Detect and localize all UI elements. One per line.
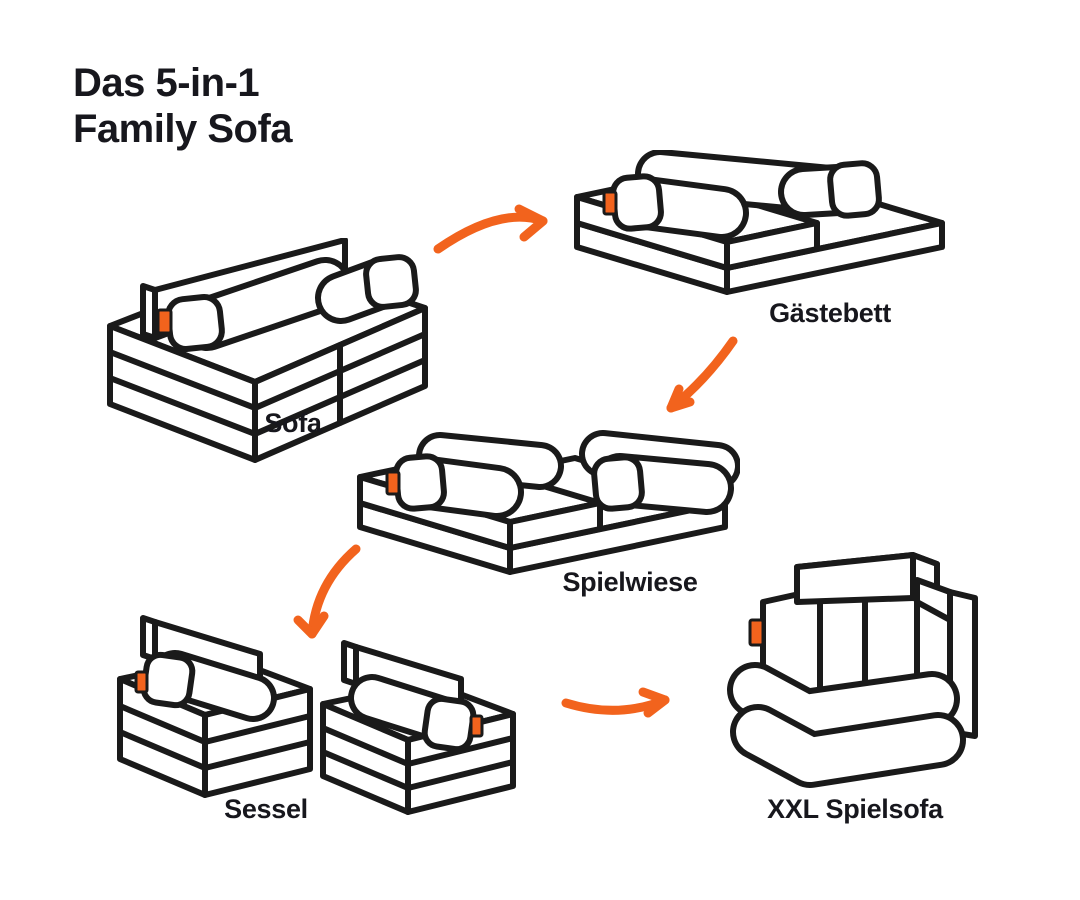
front-bolster-wall: [727, 662, 966, 788]
sofa-right-bolster: [315, 254, 419, 324]
page-title-line2: Family Sofa: [73, 107, 293, 151]
arrow-spielwiese-to-sessel-icon: [293, 544, 361, 639]
spielwiese-label: Spielwiese: [562, 567, 698, 597]
arrow-sofa-to-gaestebett-icon: [433, 204, 548, 254]
spielwiese-illustration: [357, 430, 740, 575]
xxl-spielsofa-illustration: [727, 552, 978, 788]
sofa-label: Sofa: [264, 408, 322, 438]
fabric-tag-icon: [602, 190, 618, 216]
armchair-right: [320, 640, 516, 815]
sessel-illustration: [117, 615, 516, 815]
right-bolster: [778, 160, 882, 219]
bolster-end-cap: [363, 254, 419, 310]
mattress-seams: [107, 331, 428, 437]
mattress-seams: [320, 725, 516, 791]
left-bolster: [602, 173, 749, 240]
arrow-sessel-to-xxl-spielsofa-icon: [561, 687, 670, 718]
sessel-label: Sessel: [224, 794, 308, 824]
fabric-tag-icon: [469, 714, 484, 738]
fabric-tag-icon: [134, 670, 149, 694]
bolster-end-cap: [827, 160, 882, 219]
right-bolster-pair: [579, 430, 740, 515]
sofa-left-bolster: [156, 257, 352, 352]
armchair-left: [117, 615, 313, 798]
fabric-tag-icon: [748, 618, 765, 647]
xxl-spielsofa-label: XXL Spielsofa: [767, 794, 943, 824]
arrow-gaestebett-to-spielwiese-icon: [666, 336, 738, 413]
gaestebett-label: Gästebett: [769, 298, 891, 328]
gaestebett-illustration: [574, 150, 945, 295]
left-bolster-pair: [385, 432, 564, 519]
sofa-illustration: [107, 238, 428, 463]
fabric-tag-icon: [156, 308, 173, 335]
fabric-tag-icon: [385, 470, 401, 496]
mattress-seams: [117, 703, 313, 771]
bolster-end-cap: [591, 454, 645, 512]
page-title-line1: Das 5-in-1: [73, 61, 260, 105]
page-title: Das 5-in-1 Family Sofa: [73, 60, 293, 152]
